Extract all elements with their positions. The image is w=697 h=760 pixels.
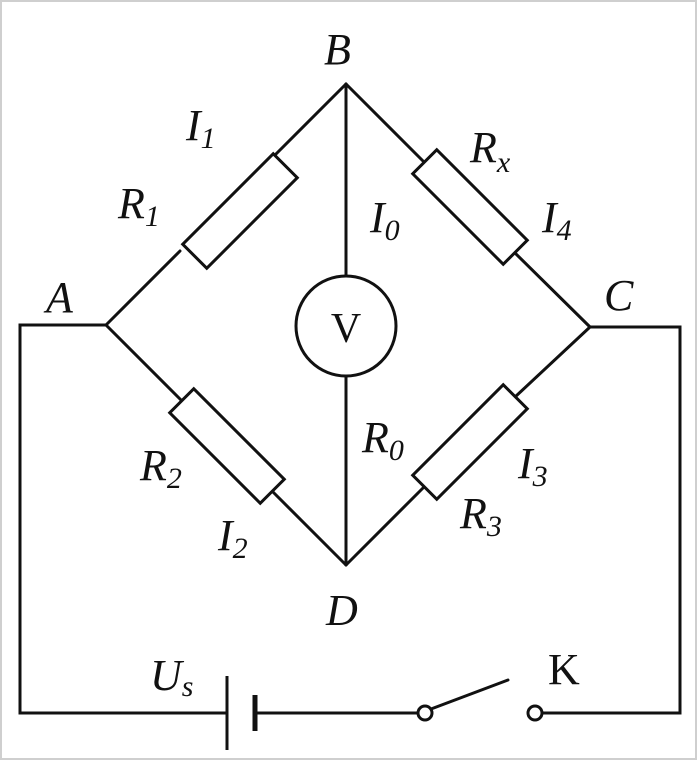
resistor-r1 [180,151,300,271]
label-i1: I1 [185,101,216,155]
label-i4: I4 [541,193,572,247]
wire-b-rx [344,82,426,164]
wire-a-r1 [104,249,182,327]
node-label-b: B [324,25,351,74]
label-i2: I2 [217,511,248,565]
node-label-c: C [604,271,634,320]
label-rx: Rx [469,123,511,179]
label-r3: R3 [459,489,502,543]
switch-terminal-left [416,704,434,722]
wire-a-r2 [104,323,184,403]
wire-d-r3 [344,484,427,567]
bridge-wires [104,82,592,567]
resistor-r3 [410,382,530,502]
voltmeter-circle [294,274,398,378]
switch-lever [429,678,510,711]
wire-r2-d [270,489,348,567]
node-label-a: A [43,273,74,322]
resistor-r2 [167,386,287,506]
label-switch-k: K [548,645,580,694]
label-r1: R1 [117,179,160,233]
wire-a-battery [18,323,229,715]
voltmeter-symbol: V [331,306,361,352]
label-r2: R2 [139,441,182,495]
label-i0: I0 [369,193,400,247]
label-r0: R0 [361,413,404,467]
source-loop [18,323,682,715]
wire-switch-c [536,325,682,715]
wire-r1-b [268,82,348,162]
switch-terminal-right [526,704,544,722]
node-label-d: D [325,586,358,635]
label-i3: I3 [517,439,548,493]
wire-r3-c [513,325,592,399]
resistor-rx [410,147,530,267]
label-us: Us [150,651,193,703]
wire-rx-c [512,250,592,329]
